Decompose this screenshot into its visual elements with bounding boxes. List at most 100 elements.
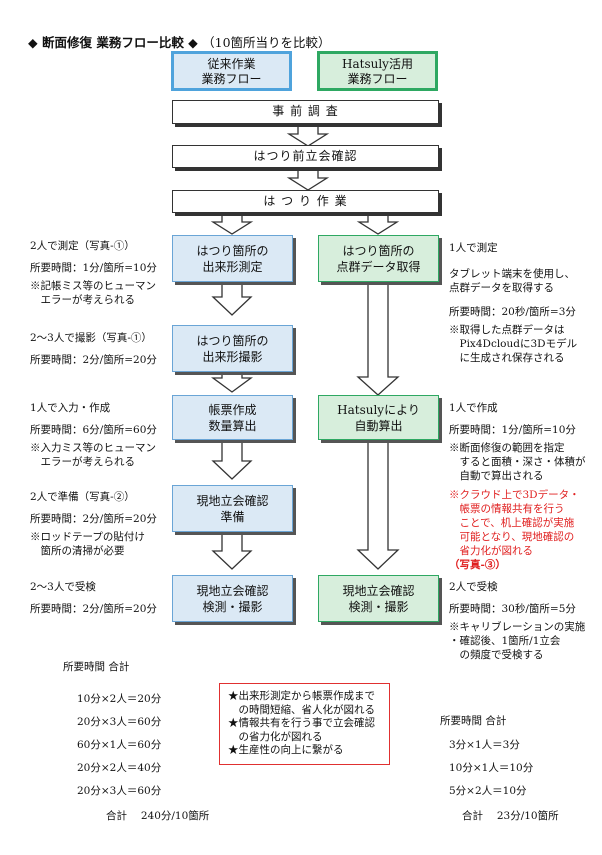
right-note-2: 1人で作成 所要時間：1分/箇所=10分 ※断面修復の範囲を指定 すると面積・深… xyxy=(449,401,586,483)
arrow-down xyxy=(210,213,254,235)
summary-left-row: 60分×1人＝60分 xyxy=(77,739,162,751)
note-extra: 自動で算出される xyxy=(449,470,544,482)
step-pre-survey: 事 前 調 査 xyxy=(172,100,439,124)
summary-left-heading: 所要時間 合計 xyxy=(63,661,130,673)
box-line: 準備 xyxy=(220,509,245,524)
benefit-line: の省力化が図れる xyxy=(228,730,323,743)
summary-left-row: 20分×2人＝40分 xyxy=(77,762,162,774)
summary-right-row: 10分×1人＝10分 xyxy=(449,762,534,774)
summary-right-row: 5分×2人＝10分 xyxy=(449,785,527,797)
left-box-site-inspection: 現地立会確認 検測・撮影 xyxy=(172,575,293,622)
left-box-report: 帳票作成 数量算出 xyxy=(172,395,293,440)
note-extra: すると面積・深さ・体積が xyxy=(449,456,586,468)
note-body: 点群データを取得する xyxy=(449,282,554,294)
left-box-site-prep: 現地立会確認 準備 xyxy=(172,485,293,532)
header-hatsuly: Hatsuly活用 業務フロー xyxy=(317,51,438,91)
box-line: 現地立会確認 xyxy=(342,583,415,598)
arrow-down xyxy=(211,372,253,393)
left-note-4: 2人で準備（写真-②） 所要時間：2分/箇所=20分 ※ロッドテープの貼付け 箇… xyxy=(30,490,157,558)
note-time: 所要時間：1分/箇所=10分 xyxy=(449,424,576,436)
benefit-line: ★出来形測定から帳票作成まで xyxy=(228,690,375,702)
left-note-3: 1人で入力・作成 所要時間：6分/箇所=60分 ※入力ミス等のヒューマン エラー… xyxy=(30,401,157,469)
summary-left-row: 20分×3人＝60分 xyxy=(77,716,162,728)
arrow-down xyxy=(286,125,330,147)
note-red: 省力化が図れる xyxy=(449,545,533,557)
box-line: 検測・撮影 xyxy=(202,599,263,614)
box-line: 検測・撮影 xyxy=(348,599,409,614)
note-time: 所要時間：20秒/箇所=3分 xyxy=(449,306,576,318)
box-line: Hatsulyにより xyxy=(337,402,420,417)
right-box-pointcloud: はつり箇所の 点群データ取得 xyxy=(318,235,439,282)
note-extra: ※キャリブレーションの実施 xyxy=(449,621,586,633)
left-box-photo: はつり箇所の 出来形撮影 xyxy=(172,325,293,372)
box-line: 現地立会確認 xyxy=(196,493,269,508)
right-box-site-inspection: 現地立会確認 検測・撮影 xyxy=(318,575,439,622)
right-note-1: 1人で測定 タブレット端末を使用し、 点群データを取得する 所要時間：20秒/箇… xyxy=(449,241,577,365)
box-line: 現地立会確認 xyxy=(196,583,269,598)
right-note-cloud: ※クラウド上で3Dデータ・ 帳票の情報共有を行う ことで、机上確認が実施 可能と… xyxy=(449,488,580,572)
note-extra: ※取得した点群データは xyxy=(449,324,565,336)
header-line: Hatsuly活用 xyxy=(342,57,413,71)
step-pre-chipping-inspection: はつり前立会確認 xyxy=(172,145,439,168)
note-extra: ※断面修復の範囲を指定 xyxy=(449,442,565,454)
note-head: 2人で測定（写真-①） xyxy=(30,240,135,252)
note-head: 2人で受検 xyxy=(449,581,498,593)
right-box-auto-calc: Hatsulyにより 自動算出 xyxy=(318,395,439,440)
benefits-box: ★出来形測定から帳票作成まで の時間短縮、省人化が図れる ★情報共有を行う事で立… xyxy=(219,683,390,765)
right-note-4: 2人で受検 所要時間：30秒/箇所=5分 ※キャリブレーションの実施 ・確認後、… xyxy=(449,580,585,662)
title-sub: （10箇所当りを比較） xyxy=(202,35,331,50)
box-line: 帳票作成 xyxy=(208,402,257,417)
note-red-photo: （写真-③） xyxy=(449,559,506,571)
note-red: ※クラウド上で3Dデータ・ xyxy=(449,489,580,501)
note-extra: に生成され保存される xyxy=(449,352,565,364)
left-box-measure: はつり箇所の 出来形測定 xyxy=(172,235,293,282)
note-extra: ※ロッドテープの貼付け xyxy=(30,531,145,543)
note-head: 2〜3人で撮影（写真-①） xyxy=(30,332,152,344)
note-head: 2〜3人で受検 xyxy=(30,581,96,593)
note-red: ことで、机上確認が実施 xyxy=(449,517,575,529)
header-conventional: 従来作業 業務フロー xyxy=(171,51,292,91)
page-title: ◆ 断面修復 業務フロー比較 ◆ （10箇所当りを比較） xyxy=(28,32,331,51)
note-extra: 箇所の清掃が必要 xyxy=(30,545,125,557)
note-time: 所要時間：1分/箇所=10分 xyxy=(30,262,157,274)
note-time: 所要時間：2分/箇所=20分 xyxy=(30,603,157,615)
arrow-down-long xyxy=(356,283,400,396)
summary-left-row: 20分×3人＝60分 xyxy=(77,785,162,797)
benefit-line: ★情報共有を行う事で立会確認 xyxy=(228,717,375,729)
note-extra: ※入力ミス等のヒューマン xyxy=(30,442,156,454)
note-extra: ※記帳ミス等のヒューマン xyxy=(30,280,156,292)
box-line: 自動算出 xyxy=(354,418,403,433)
summary-right-total: 合計 23分/10箇所 xyxy=(462,810,559,822)
header-line: 業務フロー xyxy=(347,72,408,86)
header-line: 業務フロー xyxy=(201,72,262,86)
box-line: 出来形撮影 xyxy=(202,349,263,364)
arrow-down xyxy=(211,441,253,480)
arrow-down xyxy=(356,213,400,235)
note-time: 所要時間：2分/箇所=20分 xyxy=(30,513,157,525)
arrow-down xyxy=(211,283,253,316)
left-note-1: 2人で測定（写真-①） 所要時間：1分/箇所=10分 ※記帳ミス等のヒューマン … xyxy=(30,239,157,307)
box-line: はつり箇所の xyxy=(196,243,269,258)
note-red: 帳票の情報共有を行う xyxy=(449,503,565,515)
left-note-5: 2〜3人で受検 所要時間：2分/箇所=20分 xyxy=(30,580,157,616)
header-line: 従来作業 xyxy=(207,57,256,71)
note-time: 所要時間：2分/箇所=20分 xyxy=(30,354,157,366)
note-extra: エラーが考えられる xyxy=(30,456,135,468)
summary-left-total: 合計 240分/10箇所 xyxy=(106,810,210,822)
benefit-line: の時間短縮、省人化が図れる xyxy=(228,703,375,716)
note-extra: ・確認後、1箇所/1立会 xyxy=(449,635,561,647)
step-chipping-work: は つ り 作 業 xyxy=(172,190,439,213)
note-head: 1人で作成 xyxy=(449,402,498,414)
benefit-line: ★生産性の向上に繋がる xyxy=(228,744,344,756)
arrow-down xyxy=(211,533,253,570)
summary-right-heading: 所要時間 合計 xyxy=(440,715,507,727)
note-body: タブレット端末を使用し、 xyxy=(449,268,575,280)
note-time: 所要時間：6分/箇所=60分 xyxy=(30,424,157,436)
box-line: はつり箇所の xyxy=(196,333,269,348)
box-line: 点群データ取得 xyxy=(336,259,421,274)
note-head: 1人で入力・作成 xyxy=(30,402,111,414)
note-head: 2人で準備（写真-②） xyxy=(30,491,135,503)
box-line: 数量算出 xyxy=(208,418,257,433)
title-main: ◆ 断面修復 業務フロー比較 ◆ xyxy=(28,35,198,50)
